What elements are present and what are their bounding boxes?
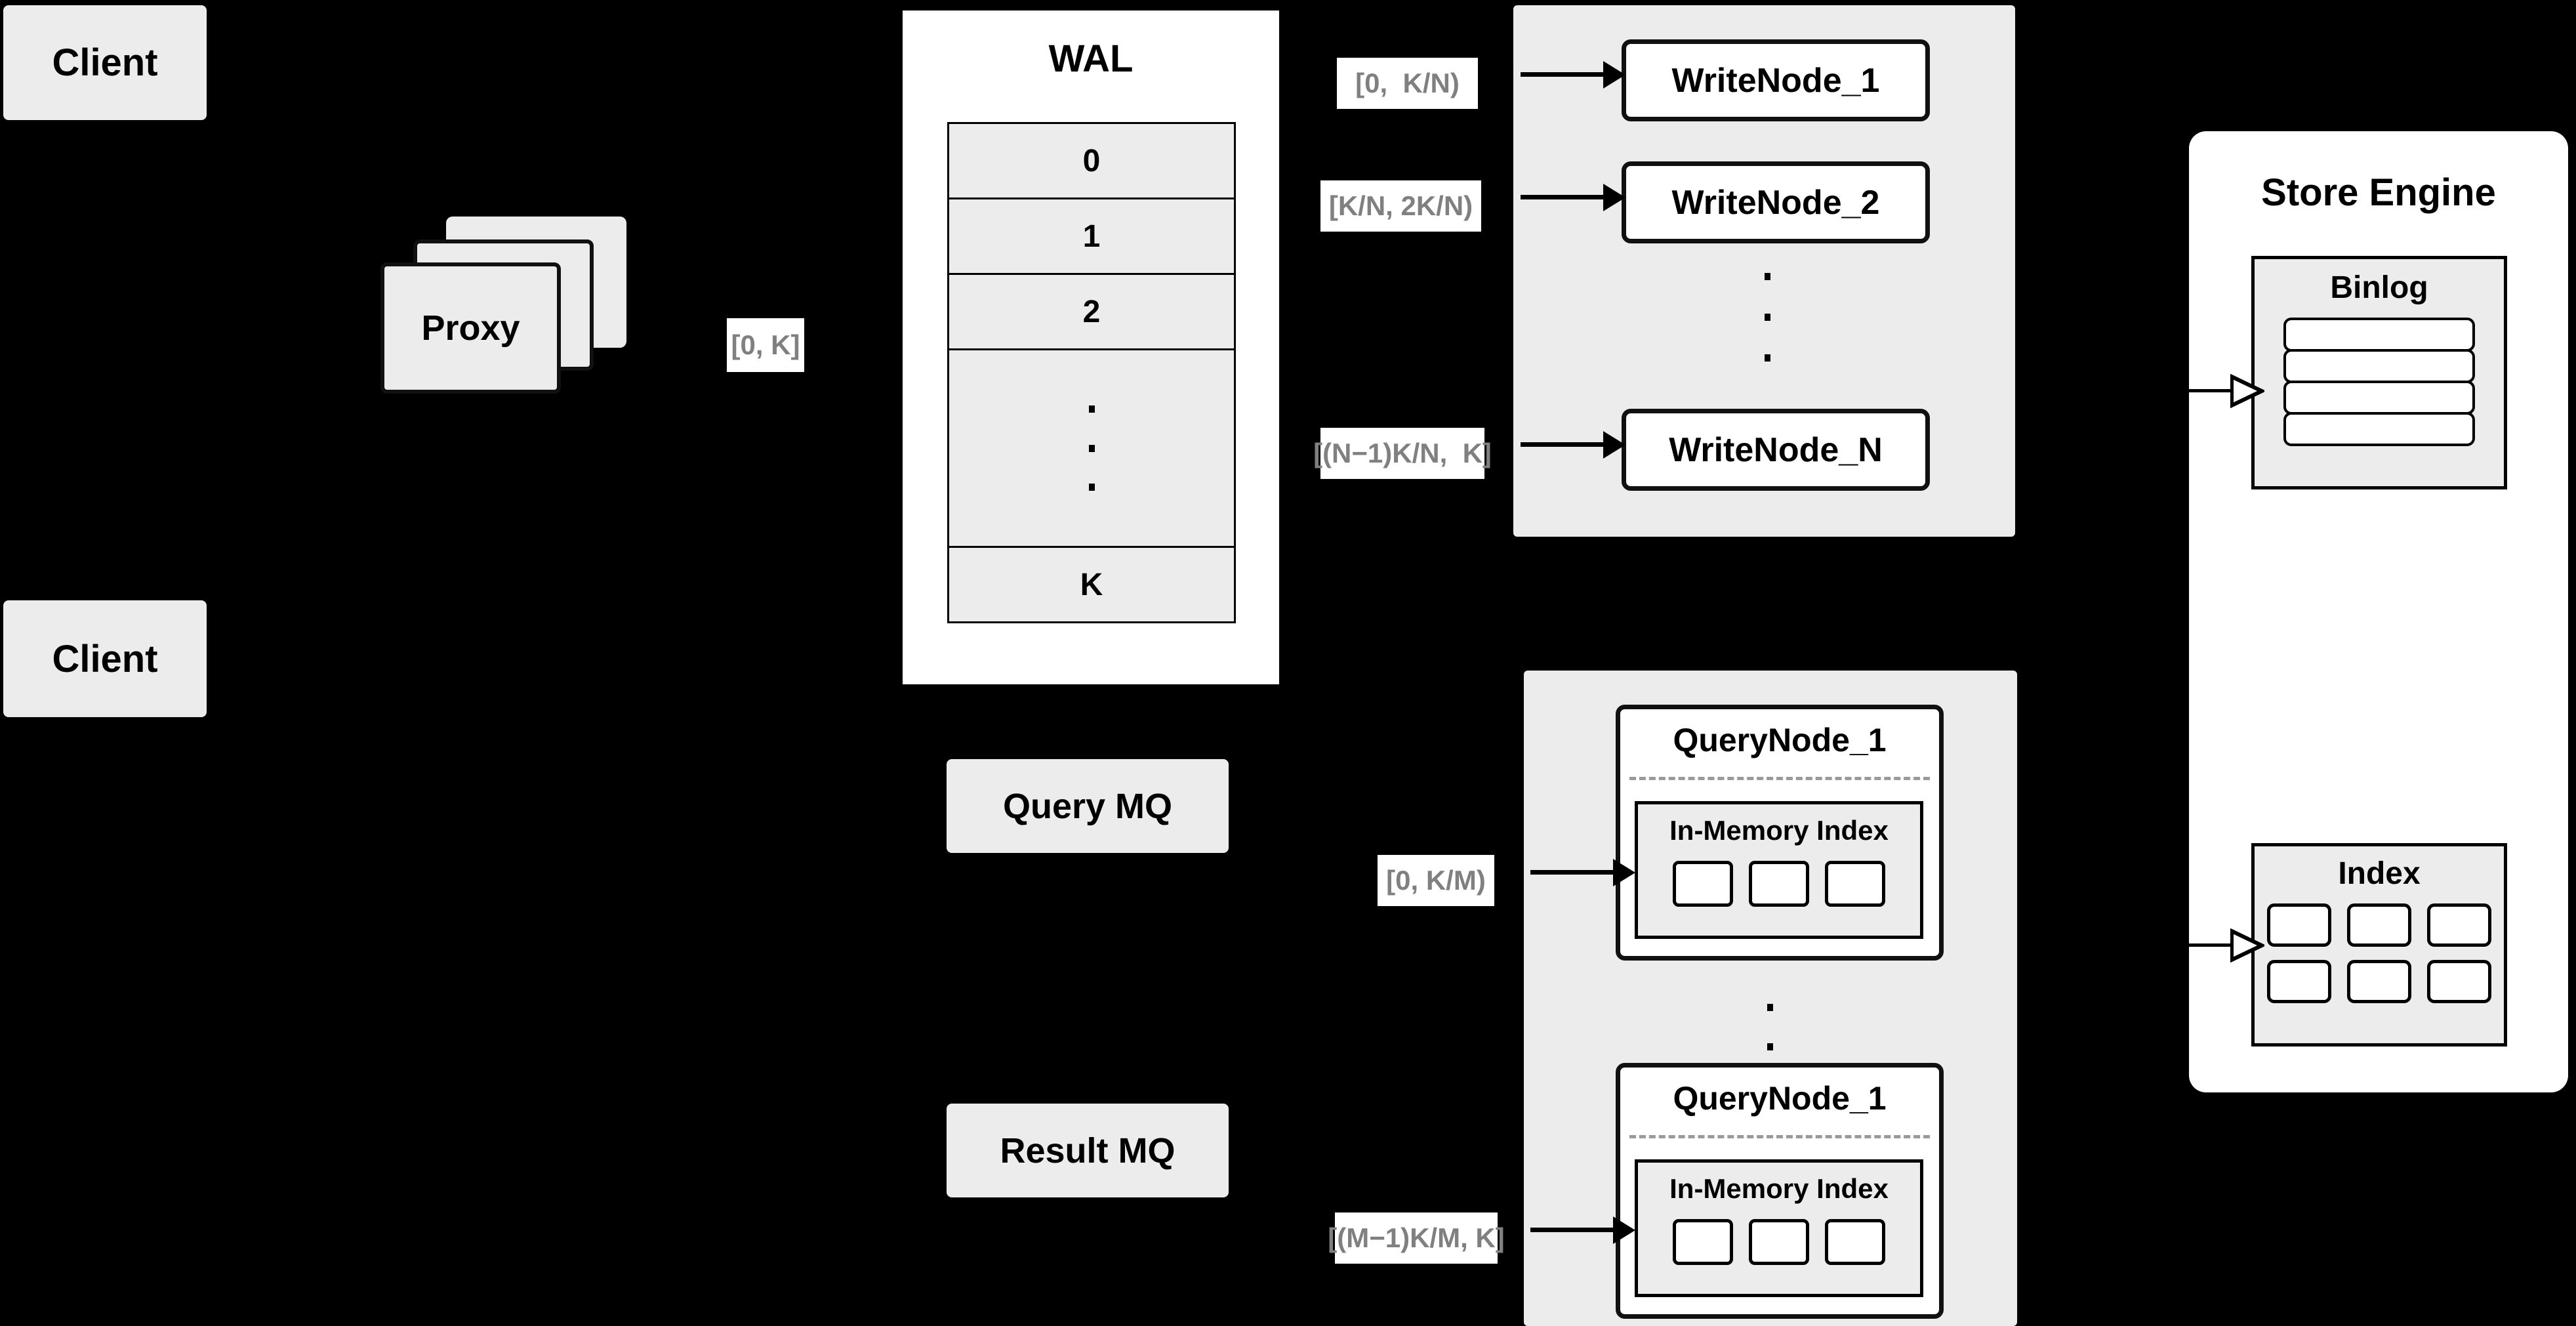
index-chip[interactable] bbox=[1749, 1219, 1809, 1265]
index-cell[interactable] bbox=[2347, 960, 2411, 1003]
proxy-card-front[interactable]: Proxy bbox=[380, 262, 561, 394]
index-chip[interactable] bbox=[1825, 861, 1885, 907]
index-box: Index bbox=[2251, 843, 2507, 1046]
arrow-head-wnn bbox=[1603, 431, 1625, 459]
index-chip[interactable] bbox=[1673, 861, 1733, 907]
wal-rows: 0 1 2 K bbox=[947, 122, 1236, 623]
index-chip[interactable] bbox=[1825, 1219, 1885, 1265]
range-qnm: [(M−1)K/M, K] bbox=[1328, 1212, 1505, 1264]
arrow-head-qn1 bbox=[1613, 859, 1635, 886]
write-node-n-label: WriteNode_N bbox=[1669, 430, 1883, 469]
index-chip[interactable] bbox=[1673, 1219, 1733, 1265]
binlog-title: Binlog bbox=[2330, 270, 2428, 305]
query-mq-label: Query MQ bbox=[1002, 786, 1173, 826]
arrow-line-index bbox=[2189, 943, 2234, 947]
arrow-line-wnn bbox=[1521, 442, 1605, 447]
write-node-2-label: WriteNode_2 bbox=[1671, 183, 1880, 222]
binlog-row[interactable] bbox=[2283, 349, 2475, 383]
wal-row[interactable]: 1 bbox=[947, 197, 1236, 275]
client-box-1[interactable]: Client bbox=[3, 5, 207, 120]
result-mq-box[interactable]: Result MQ bbox=[947, 1104, 1229, 1197]
wal-panel: WAL 0 1 2 K bbox=[897, 5, 1284, 690]
range-proxy-to-wal: [0, K] bbox=[727, 318, 804, 372]
arrow-line-qnm bbox=[1530, 1228, 1614, 1232]
query-node-m-in-memory-index: In-Memory Index bbox=[1635, 1159, 1923, 1297]
index-cell[interactable] bbox=[2427, 960, 2491, 1003]
store-engine-panel: Store Engine Binlog Index bbox=[2189, 131, 2568, 1092]
index-cell[interactable] bbox=[2347, 903, 2411, 947]
range-wn1: [0, K/N) bbox=[1337, 58, 1478, 109]
proxy-label: Proxy bbox=[421, 308, 520, 348]
arrow-line-binlog bbox=[2189, 389, 2234, 392]
arrow-head-qnm bbox=[1613, 1216, 1635, 1244]
query-node-1-in-memory-index: In-Memory Index bbox=[1635, 801, 1923, 939]
proxy-to-wal-line bbox=[640, 345, 725, 349]
arrow-head-wn2 bbox=[1603, 184, 1625, 211]
query-node-m-index-title: In-Memory Index bbox=[1669, 1173, 1889, 1204]
wal-row[interactable]: 0 bbox=[947, 122, 1236, 199]
query-node-m-title: QueryNode_1 bbox=[1673, 1080, 1887, 1117]
query-node-m[interactable]: QueryNode_1 In-Memory Index bbox=[1616, 1063, 1944, 1319]
wal-row[interactable]: K bbox=[947, 546, 1236, 623]
wal-row-ellipsis bbox=[947, 348, 1236, 548]
store-engine-title: Store Engine bbox=[2261, 171, 2496, 214]
index-cell[interactable] bbox=[2427, 903, 2491, 947]
binlog-row[interactable] bbox=[2283, 381, 2475, 415]
query-node-panel: QueryNode_1 In-Memory Index QueryNode_1 … bbox=[1524, 671, 2017, 1326]
index-chip[interactable] bbox=[1749, 861, 1809, 907]
range-qn1: [0, K/M) bbox=[1378, 855, 1494, 906]
range-wnn: [(N−1)K/N, K] bbox=[1313, 428, 1492, 479]
index-cell[interactable] bbox=[2267, 960, 2331, 1003]
write-node-n[interactable]: WriteNode_N bbox=[1622, 409, 1930, 491]
query-node-1-separator bbox=[1629, 777, 1930, 780]
write-node-ellipsis bbox=[1764, 273, 1770, 362]
write-node-2[interactable]: WriteNode_2 bbox=[1622, 161, 1930, 243]
client-box-2[interactable]: Client bbox=[3, 600, 207, 717]
query-node-1[interactable]: QueryNode_1 In-Memory Index bbox=[1616, 705, 1944, 961]
client-label-1: Client bbox=[52, 41, 158, 84]
write-node-1[interactable]: WriteNode_1 bbox=[1622, 39, 1930, 121]
arrow-line-wn1 bbox=[1521, 72, 1605, 77]
range-proxy-to-wal-text: [0, K] bbox=[731, 329, 800, 360]
query-node-m-separator bbox=[1629, 1135, 1930, 1138]
arrow-head-binlog-open-icon bbox=[2230, 374, 2264, 408]
arrow-line-qn1 bbox=[1530, 870, 1614, 875]
write-node-1-label: WriteNode_1 bbox=[1671, 61, 1880, 100]
binlog-row[interactable] bbox=[2283, 318, 2475, 352]
arrow-head-index-open-icon bbox=[2230, 928, 2264, 963]
query-node-1-title: QueryNode_1 bbox=[1673, 722, 1887, 758]
binlog-row[interactable] bbox=[2283, 412, 2475, 446]
write-node-panel: WriteNode_1 WriteNode_2 WriteNode_N bbox=[1513, 5, 2015, 537]
client-label-2: Client bbox=[52, 637, 158, 680]
wal-row[interactable]: 2 bbox=[947, 273, 1236, 350]
query-node-1-index-title: In-Memory Index bbox=[1669, 815, 1889, 846]
wal-title: WAL bbox=[1048, 37, 1134, 80]
query-mq-box[interactable]: Query MQ bbox=[947, 759, 1229, 853]
index-title: Index bbox=[2338, 856, 2421, 891]
result-mq-label: Result MQ bbox=[1000, 1130, 1176, 1171]
arrow-head-wn1 bbox=[1603, 61, 1625, 89]
range-wn2: [K/N, 2K/N) bbox=[1320, 180, 1481, 232]
index-cell[interactable] bbox=[2267, 903, 2331, 947]
proxy-stack[interactable]: Proxy bbox=[380, 217, 663, 426]
binlog-box: Binlog bbox=[2251, 256, 2507, 489]
arrow-line-wn2 bbox=[1521, 195, 1605, 199]
